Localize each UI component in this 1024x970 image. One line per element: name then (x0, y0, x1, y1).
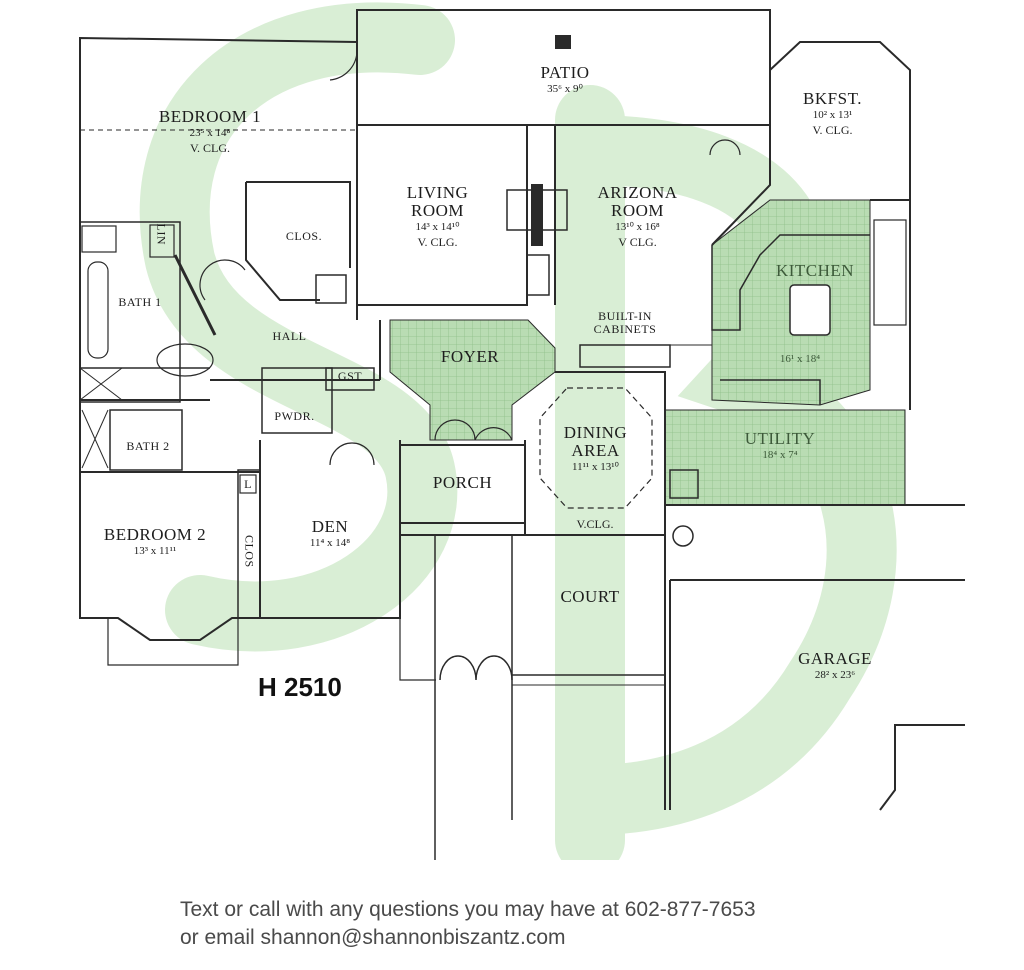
room-name-2: ROOM (410, 200, 464, 220)
room-dims: 16¹ x 18⁴ (779, 353, 821, 365)
room-hall: HALL (262, 330, 317, 343)
room-foyer: FOYER (430, 348, 510, 366)
room-name: BEDROOM 1 (158, 107, 262, 126)
room-court: COURT (545, 588, 635, 606)
room-kitchen: KITCHEN (760, 262, 870, 280)
room-name: UTILITY (744, 429, 816, 448)
room-name: PWDR. (274, 409, 315, 423)
room-patio: PATIO 35⁶ x 9⁰ (525, 64, 605, 95)
room-dims: 35⁶ x 9⁰ (547, 82, 583, 95)
room-name: COURT (560, 587, 620, 606)
contact-line-email: or email shannon@shannonbiszantz.com (180, 926, 566, 949)
room-built-in-cabinets: BUILT-IN CABINETS (580, 310, 670, 335)
room-name: CLOS. (285, 229, 323, 243)
room-ceiling: V. CLG. (812, 123, 853, 138)
built-in-line-1: BUILT-IN (598, 309, 652, 323)
room-utility: UTILITY 18⁴ x 7⁴ (730, 430, 830, 461)
room-bkfst: BKFST. 10² x 13¹ V. CLG. (795, 90, 870, 137)
room-name: LIN (154, 223, 169, 246)
built-in-line-2: CABINETS (593, 321, 657, 336)
room-name: BATH 2 (126, 439, 170, 453)
room-clos-vertical: CLOS (242, 534, 257, 568)
floor-plan-drawing (79, 2, 965, 860)
room-name: BATH 1 (118, 295, 162, 309)
plan-id: H 2510 (258, 672, 342, 702)
room-name: PORCH (432, 473, 493, 492)
room-bath-1: BATH 1 (105, 296, 175, 309)
room-name: L (244, 477, 252, 491)
room-name-1: ARIZONA (597, 183, 678, 202)
room-ceiling: V. CLG. (417, 235, 458, 250)
room-name: BKFST. (803, 89, 862, 108)
room-garage: GARAGE 28² x 23⁶ (780, 650, 890, 681)
foyer-floor (389, 319, 556, 441)
room-dining-ceiling: V.CLG. (560, 515, 630, 531)
room-pwdr: PWDR. (262, 410, 327, 423)
utility-floor (664, 409, 906, 506)
room-dims: 23⁵ x 14⁸ (189, 126, 231, 139)
room-dining: DINING AREA 11¹¹ x 13¹⁰ (548, 424, 643, 473)
room-name: KITCHEN (775, 261, 855, 280)
room-kitchen-dims: 16¹ x 18⁴ (765, 352, 835, 366)
room-name: GARAGE (798, 649, 872, 668)
room-dims: 18⁴ x 7⁴ (762, 448, 798, 461)
walls (79, 9, 965, 860)
room-clos: CLOS. (276, 230, 332, 243)
room-ceiling: V CLG. (618, 235, 657, 250)
contact-line-phone: Text or call with any questions you may … (180, 898, 756, 921)
room-name: HALL (272, 329, 307, 343)
room-den: DEN 11⁴ x 14⁸ (290, 518, 370, 549)
room-name-2: ROOM (610, 200, 664, 220)
room-dims: 11¹¹ x 13¹⁰ (572, 460, 619, 473)
room-ceiling: V. CLG. (189, 141, 231, 156)
room-name: GST (337, 369, 363, 383)
room-dims: 10² x 13¹ (812, 108, 853, 121)
room-dims: 11⁴ x 14⁸ (309, 536, 351, 549)
room-porch: PORCH (415, 474, 510, 492)
room-name: CLOS (242, 534, 257, 568)
room-living: LIVING ROOM 14³ x 14¹⁰ V. CLG. (395, 184, 480, 249)
room-dims: 28² x 23⁶ (814, 668, 856, 681)
room-gst: GST (328, 370, 372, 383)
room-lin: LIN (154, 223, 169, 246)
room-name: DEN (311, 517, 349, 536)
room-bath-2: BATH 2 (114, 440, 182, 453)
room-arizona: ARIZONA ROOM 13¹⁰ x 16⁸ V CLG. (585, 184, 690, 249)
room-bedroom-2: BEDROOM 2 13³ x 11¹¹ (95, 526, 215, 557)
room-name-1: DINING (563, 423, 628, 442)
room-name: PATIO (540, 63, 590, 82)
room-name-1: LIVING (406, 183, 469, 202)
room-dims: 14³ x 14¹⁰ (415, 220, 460, 233)
room-dims: 13³ x 11¹¹ (133, 544, 177, 557)
room-name: BEDROOM 2 (103, 525, 207, 544)
room-dims: 13¹⁰ x 16⁸ (615, 220, 660, 233)
room-l: L (240, 478, 256, 491)
room-name-2: AREA (571, 440, 620, 460)
room-name: FOYER (440, 347, 500, 366)
room-bedroom-1: BEDROOM 1 23⁵ x 14⁸ V. CLG. (150, 108, 270, 155)
room-ceiling: V.CLG. (576, 517, 614, 531)
